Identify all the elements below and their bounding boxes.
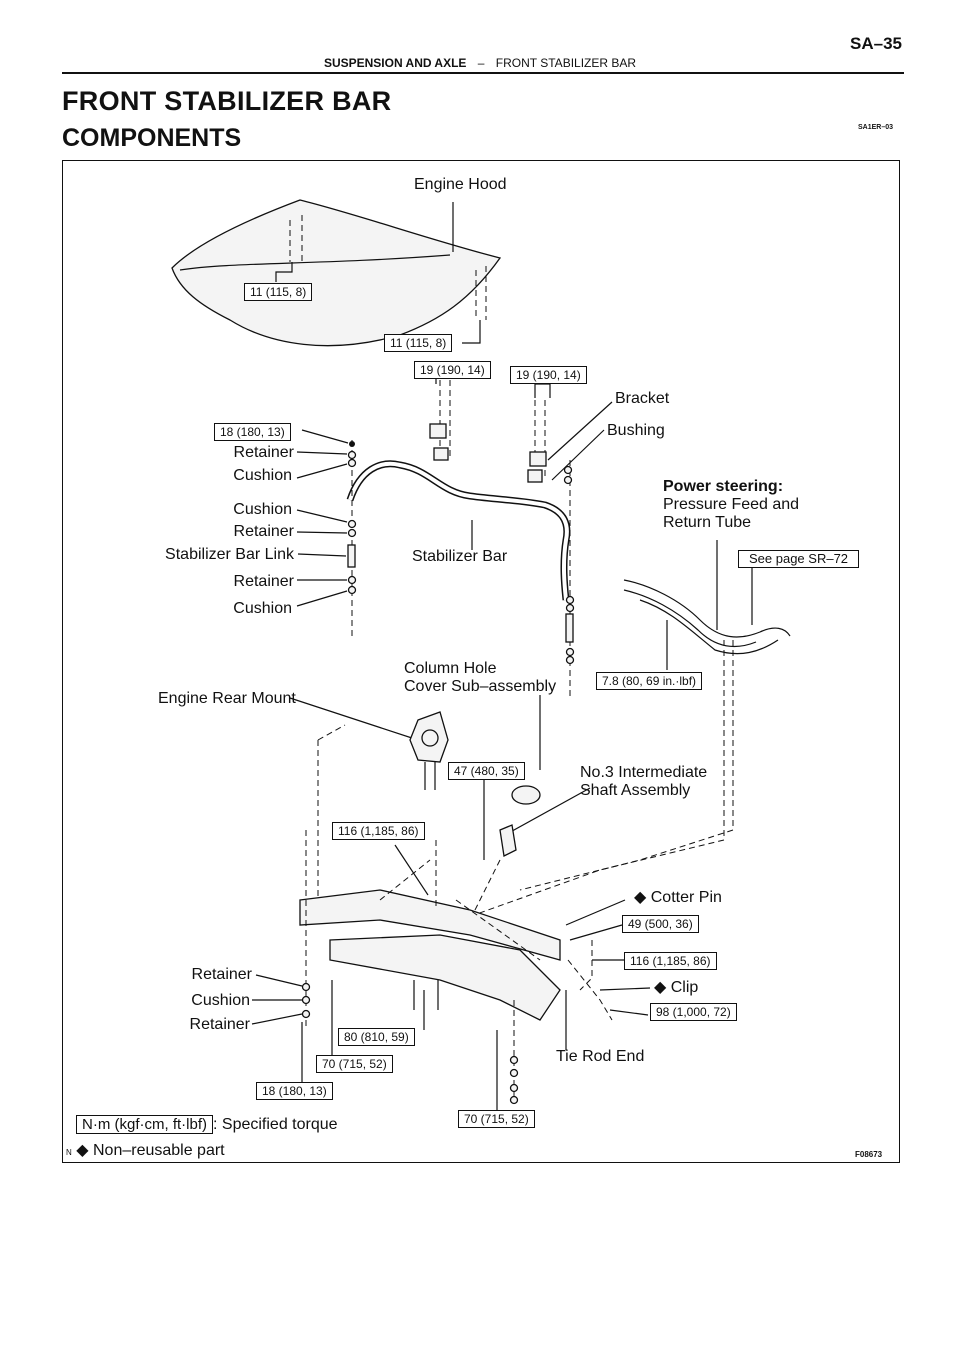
crossmember-drawing (329, 934, 561, 1021)
torque-tie-rod-nut: 49 (500, 36) (622, 915, 699, 933)
label-cushion-4: Cushion (191, 992, 250, 1009)
label-retainer-4: Retainer (191, 966, 252, 983)
reference-code: SA1ER–03 (858, 124, 894, 131)
torque-rear-mount: 47 (480, 35) (448, 762, 525, 780)
torque-link-upper: 18 (180, 13) (214, 423, 291, 441)
page-subtitle: COMPONENTS (62, 124, 242, 152)
components-diagram-frame (62, 160, 900, 1163)
label-cushion-3: Cushion (233, 600, 292, 617)
label-intermediate-1: No.3 Intermediate (580, 764, 708, 781)
steering-rack-drawing (299, 889, 561, 961)
figure-code: F08673 (855, 1150, 883, 1159)
header-rule (62, 72, 904, 74)
torque-bracket-right: 19 (190, 14) (510, 366, 587, 384)
label-retainer-2: Retainer (233, 523, 294, 540)
label-retainer-3: Retainer (233, 573, 294, 590)
label-retainer-1: Retainer (233, 444, 294, 461)
pressure-tube-drawing (623, 579, 791, 638)
running-header: SUSPENSION AND AXLE – FRONT STABILIZER B… (0, 56, 960, 70)
label-column-hole-2: Cover Sub–assembly (404, 678, 557, 695)
label-pressure-feed-1: Pressure Feed and (663, 496, 800, 513)
torque-tie-rod-lower: 70 (715, 52) (458, 1110, 535, 1128)
engine-hood-drawing (171, 199, 502, 347)
page-title: FRONT STABILIZER BAR (62, 86, 392, 116)
label-engine-hood: Engine Hood (414, 176, 507, 193)
header-separator: – (477, 56, 485, 70)
torque-tube-bolt: 98 (1,000, 72) (650, 1003, 737, 1021)
label-clip: ◆ Clip (654, 979, 699, 996)
torque-hood-bolt-1: 11 (115, 8) (244, 283, 313, 301)
torque-rack-bracket: 80 (810, 59) (338, 1028, 415, 1046)
torque-legend-desc: : Specified torque (213, 1116, 338, 1133)
torque-crossmember-right: 116 (1,185, 86) (624, 952, 717, 970)
see-page-reference[interactable]: See page SR–72 (738, 550, 860, 568)
torque-hood-bolt-2: 11 (115, 8) (384, 334, 453, 352)
label-cotter-pin: ◆ Cotter Pin (634, 889, 722, 906)
header-subsection: FRONT STABILIZER BAR (495, 56, 637, 70)
label-intermediate-2: Shaft Assembly (580, 782, 691, 799)
page-code: SA–35 (850, 34, 902, 53)
label-stabilizer-bar: Stabilizer Bar (412, 548, 508, 565)
torque-bracket-left: 19 (190, 14) (414, 361, 491, 379)
stabilizer-bar-drawing (346, 460, 571, 601)
label-cushion-1: Cushion (233, 467, 292, 484)
torque-pressure-tube: 7.8 (80, 69 in.·lbf) (596, 672, 703, 690)
label-bracket: Bracket (615, 390, 670, 407)
nonreusable-text: ◆ Non–reusable part (76, 1142, 225, 1159)
torque-rack-upper: 116 (1,185, 86) (332, 822, 425, 840)
label-retainer-5: Retainer (189, 1016, 250, 1033)
label-stabilizer-bar-link: Stabilizer Bar Link (165, 546, 294, 563)
label-engine-rear-mount: Engine Rear Mount (158, 690, 296, 707)
torque-unit-box: N·m (kgf·cm, ft·lbf) (76, 1115, 213, 1134)
nonreusable-legend: N ◆ Non–reusable part (66, 1140, 225, 1160)
torque-link-lower: 18 (180, 13) (256, 1082, 333, 1100)
legend-marker: N (66, 1148, 72, 1157)
label-column-hole-1: Column Hole (404, 660, 497, 677)
torque-crossmember-left: 70 (715, 52) (316, 1055, 393, 1073)
label-bushing: Bushing (607, 422, 665, 439)
label-cushion-2: Cushion (233, 501, 292, 518)
label-power-steering: Power steering: (663, 478, 784, 495)
torque-legend: N·m (kgf·cm, ft·lbf): Specified torque (76, 1115, 338, 1134)
header-section: SUSPENSION AND AXLE (323, 56, 467, 70)
label-tie-rod-end: Tie Rod End (556, 1048, 645, 1065)
label-pressure-feed-2: Return Tube (663, 514, 752, 531)
